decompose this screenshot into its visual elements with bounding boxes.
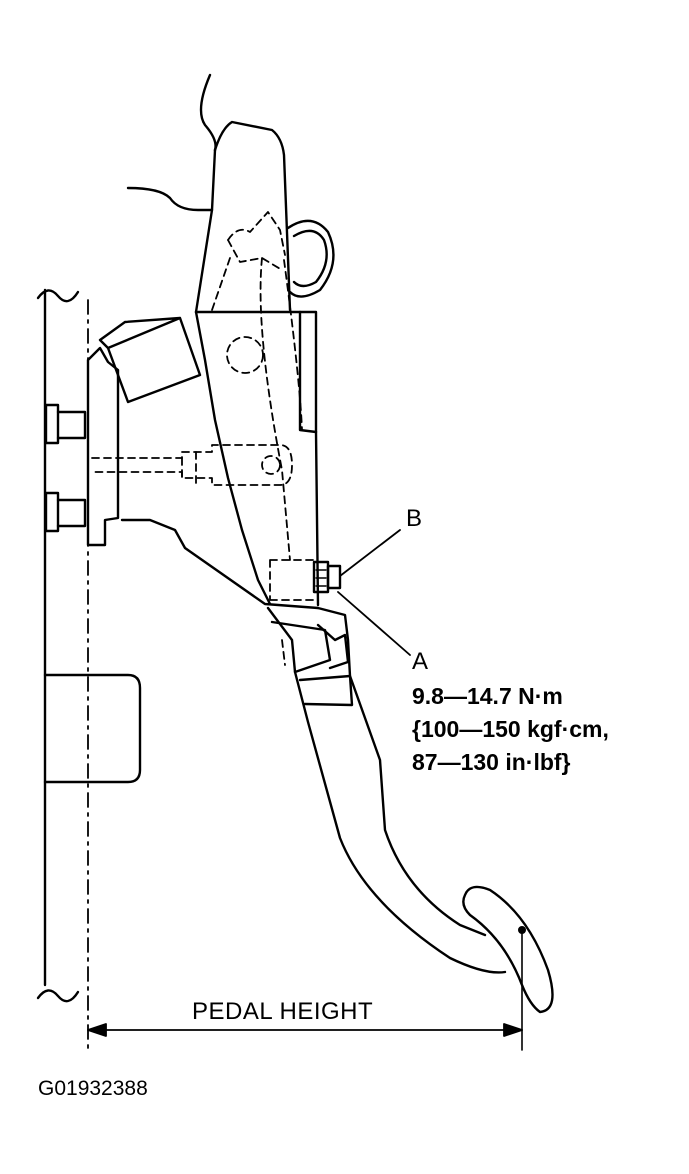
callout-b-label: B	[406, 505, 423, 532]
leader-b	[339, 529, 401, 577]
pedal-arm	[266, 606, 507, 974]
mounting-studs	[44, 403, 87, 533]
upper-dash-outline	[126, 73, 292, 314]
callout-a-label: A	[412, 648, 429, 675]
pedal-bracket	[120, 310, 320, 610]
pedal-height-dimension	[87, 1023, 523, 1037]
figure-id: G01932388	[38, 1077, 148, 1100]
torque-spec-line1: 9.8—14.7 N·m	[412, 683, 563, 709]
torque-spec-line3: 87—130 in·lbf}	[412, 749, 571, 775]
switch-housing	[98, 316, 202, 404]
hidden-lines	[91, 211, 316, 666]
adjust-nut-assembly	[312, 560, 342, 594]
pedal-height-label: PEDAL HEIGHT	[192, 998, 374, 1025]
leader-a	[337, 591, 411, 656]
mounting-plate	[86, 346, 120, 547]
torque-spec-line2: {100—150 kgf·cm,	[412, 716, 609, 742]
return-spring	[286, 219, 335, 298]
